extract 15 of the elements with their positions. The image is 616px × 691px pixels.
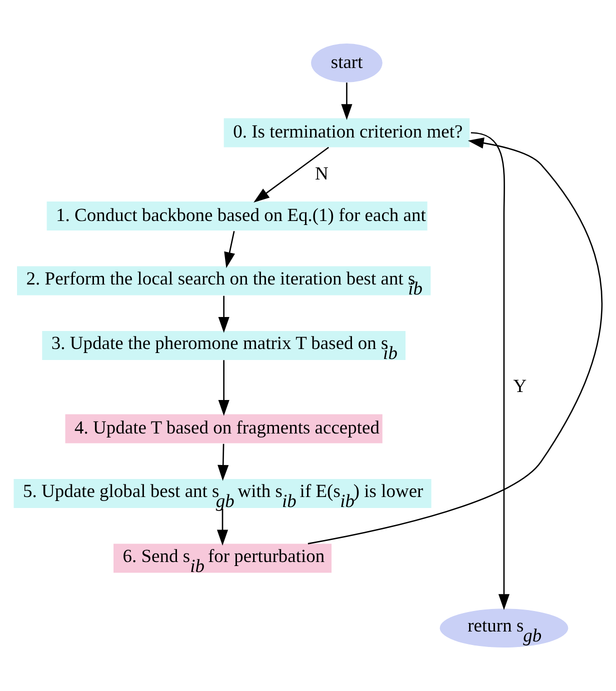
arrow [308,138,602,544]
node-ellipse: start [311,43,382,82]
arrow [254,146,330,203]
node-box: 1. Conduct backbone based on Eq.(1) for each ant [46,201,428,231]
arrow [341,82,352,120]
node-box: 4. Update T based on fragments accepted [65,414,382,444]
arrow [224,230,235,268]
arrow [216,508,228,546]
arrow [218,360,230,416]
arrow [470,132,510,610]
node-box: 0. Is termination criterion met? [224,118,470,148]
arrow [218,444,229,481]
edge-label: Y [513,377,527,398]
arrow [218,296,230,333]
edge-label: N [315,164,328,184]
